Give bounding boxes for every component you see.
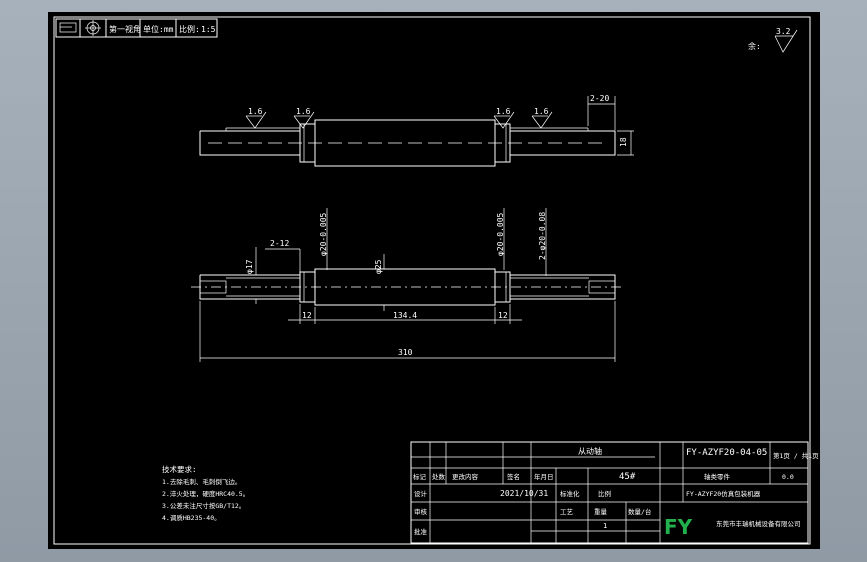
svg-text:年月日: 年月日 — [534, 472, 554, 481]
sheet-info: 第1页 / 共1页 — [773, 451, 819, 460]
svg-text:2.淬火处理，硬度HRC40.5。: 2.淬火处理，硬度HRC40.5。 — [162, 489, 249, 498]
drawing-number: FY-AZYF20-04-05 — [686, 448, 767, 458]
svg-text:更改内容: 更改内容 — [452, 472, 479, 481]
quantity-value: 1 — [603, 522, 607, 530]
project-name: FY-AZYF20仿真包装机器 — [686, 489, 761, 498]
dim-dia-25: φ25 — [374, 259, 383, 274]
company-logo: FY — [664, 515, 693, 539]
technical-notes: 技术要求: 1.去除毛刺、毛刺倒飞边。 2.淬火处理，硬度HRC40.5。 3.… — [162, 464, 249, 522]
design-date: 2021/10/31 — [500, 489, 548, 498]
shaft-top-view: 2-20 18 — [199, 94, 634, 167]
svg-text:余:: 余: — [748, 41, 761, 51]
drawing-frame — [53, 16, 811, 545]
roughness-marks: 1.6 1.6 1.6 1.6 — [245, 107, 553, 129]
svg-text:1.去除毛刺、毛刺倒飞边。: 1.去除毛刺、毛刺倒飞边。 — [162, 477, 241, 486]
svg-text:标准化: 标准化 — [560, 489, 580, 498]
dim-total: 310 — [398, 348, 413, 357]
dim-len-12a: 12 — [302, 311, 312, 320]
shaft-front-view — [191, 268, 624, 306]
svg-text:1.6: 1.6 — [534, 107, 549, 116]
title-block: 从动轴 FY-AZYF20-04-05 第1页 / 共1页 标记 处数 更改内容… — [410, 441, 819, 544]
view-name: 第一视角 — [109, 24, 141, 34]
material: 45# — [619, 472, 636, 482]
dim-dia-17: φ17 — [245, 259, 254, 274]
svg-text:设计: 设计 — [414, 489, 428, 498]
header-strip: 第一视角 单位:mm 比例: 1:5 — [55, 18, 218, 38]
svg-text:4.调质HB235-40。: 4.调质HB235-40。 — [162, 513, 221, 522]
dim-height: 18 — [619, 137, 628, 147]
dim-key-left: 2-12 — [270, 239, 289, 248]
svg-text:比例: 比例 — [598, 489, 611, 498]
dim-key-top: 2-20 — [590, 94, 609, 103]
svg-text:工艺: 工艺 — [560, 508, 574, 516]
svg-text:1.6: 1.6 — [296, 107, 311, 116]
dim-len-134: 134.4 — [393, 311, 417, 320]
drawing-sheet: 第一视角 单位:mm 比例: 1:5 余: 3.2 2-20 — [48, 12, 820, 549]
part-name: 从动轴 — [578, 446, 602, 456]
scale-value: 1:5 — [201, 25, 216, 34]
roughness-remaining: 余: 3.2 — [748, 27, 798, 53]
projection-icon — [59, 20, 101, 36]
svg-text:技术要求:: 技术要求: — [162, 464, 197, 474]
svg-text:签名: 签名 — [507, 472, 520, 481]
dim-len-12b: 12 — [498, 311, 508, 320]
svg-text:重量: 重量 — [594, 508, 608, 516]
svg-text:审核: 审核 — [414, 507, 428, 516]
svg-text:3.公差未注尺寸按GB/T12。: 3.公差未注尺寸按GB/T12。 — [162, 501, 245, 510]
svg-text:处数: 处数 — [432, 472, 446, 481]
svg-text:1.6: 1.6 — [496, 107, 511, 116]
dim-dia-key: 2-φ20-0.08 — [538, 212, 547, 260]
drawing-canvas: 第一视角 单位:mm 比例: 1:5 余: 3.2 2-20 — [53, 16, 819, 545]
diameter-dims: φ17 2-12 φ20-0.005 φ25 φ20-0.005 2-φ20-0… — [245, 208, 547, 311]
company-name: 东莞市丰瑞机械设备有限公司 — [716, 519, 801, 528]
svg-text:3.2: 3.2 — [776, 27, 791, 36]
length-dims: 12 134.4 12 310 — [199, 301, 616, 362]
unit-label: 单位:mm — [143, 24, 174, 34]
weight-value: 0.0 — [782, 473, 794, 481]
svg-text:标记: 标记 — [413, 472, 427, 481]
scale-label: 比例: — [179, 24, 200, 34]
svg-text:批准: 批准 — [414, 527, 428, 536]
svg-text:数量/台: 数量/台 — [628, 507, 651, 516]
part-type: 轴类零件 — [704, 472, 731, 481]
dim-dia-20a: φ20-0.005 — [319, 212, 328, 256]
dim-dia-20b: φ20-0.005 — [496, 212, 505, 256]
svg-text:1.6: 1.6 — [248, 107, 263, 116]
